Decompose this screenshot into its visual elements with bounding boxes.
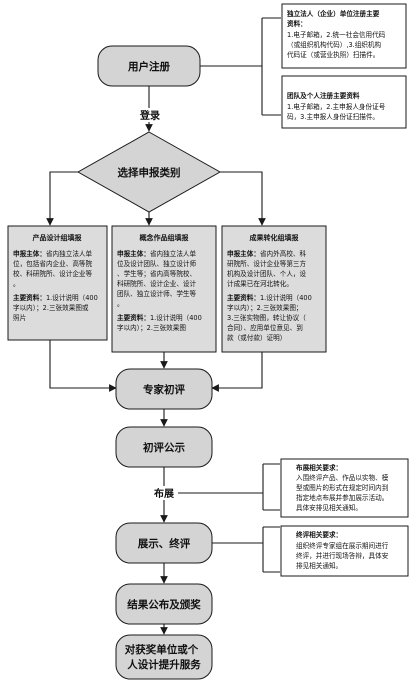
note-single-unit — [281, 3, 407, 69]
panel-line-concept: 申报主体：省内独立法人单 — [117, 249, 197, 258]
panel-line-result: 计成果已在河北转化。 — [227, 279, 293, 288]
panel-line-concept: 。 — [117, 300, 124, 308]
service-box — [115, 634, 213, 680]
panel-product-design — [7, 225, 108, 341]
panel-line-product: 字以内）；2.三张效果图或 — [13, 303, 89, 312]
select-category-label: 选择申报类别 — [118, 166, 181, 179]
publish-label: 结果公布及颁奖 — [127, 598, 201, 611]
panel-title-concept: 概念作品组填报 — [140, 233, 190, 242]
panel-line-product: 申报主体：省内独立法人单 — [13, 249, 93, 258]
note-team-text: 团队及个人注册主要资料 1.电子邮箱，2.主申报人身份证号 码，3.主申报人身份… — [287, 83, 390, 121]
panel-title-result: 成果转化组填报 — [250, 233, 300, 242]
panel-line-result: 申报主体：省内外高校、科 — [227, 249, 307, 258]
panel-line-result: 研院所、设计企业等第三方 — [227, 259, 307, 268]
panel-line-product: 。 — [13, 280, 20, 288]
panel-line-result: 款（或付款）证明） — [227, 333, 286, 342]
panel-line-concept: 科研院所、设计企业、设计 — [117, 279, 197, 288]
panel-concept-work — [111, 225, 217, 353]
arrow-to-product — [46, 171, 78, 226]
note-exhibit-text: 布展相关要求： 入围终评产品、作品以实物、模 型或图片的形式在规定时间内到 指定… — [296, 455, 393, 512]
panel-line-concept: 主要资料：1.设计说明（400 — [117, 313, 202, 322]
register-label: 用户注册 — [127, 60, 170, 73]
category-texts: 产品设计组填报申报主体：省内独立法人单位，包括省内企业、高等院校、科研院所、设计… — [13, 233, 312, 342]
arrow-product-to-review — [49, 340, 117, 392]
panel-line-product: 位，包括省内企业、高等院 — [13, 259, 93, 268]
panel-line-result: 合同）、应用单位意见、到 — [227, 323, 303, 332]
panel-line-result: 3.三张实物图，转让协议（ — [227, 313, 306, 322]
note-final — [280, 525, 409, 577]
login-label-bg — [138, 108, 162, 122]
panel-result-transfer — [221, 225, 327, 353]
arrow-result-to-review — [211, 352, 263, 392]
panel-line-concept: 团队、独立设计师、学生等 — [117, 289, 197, 298]
arrow-to-result — [220, 171, 266, 226]
exhibit-label-bg — [150, 486, 178, 500]
panel-title-product: 产品设计组填报 — [33, 233, 83, 242]
panel-line-concept: 字以内）；2.三张效果图 — [117, 323, 186, 332]
login-label: 登录 — [139, 109, 160, 122]
note-exhibit — [280, 458, 409, 518]
panel-line-concept: 、学生等；省内高等院校、 — [117, 269, 196, 278]
panel-line-result: 主要资料：1.设计说明（400 — [227, 293, 312, 302]
panel-line-result: 字以内）；2.三张效果图； — [227, 303, 303, 312]
panel-line-result: 机构及设计团队、个人，设 — [227, 269, 307, 278]
public-notice-label: 初评公示 — [143, 441, 185, 454]
panel-line-concept: 位及设计团队、独立设计师 — [117, 259, 197, 268]
panel-line-product: 校、科研院所、设计企业等 — [13, 269, 93, 278]
panel-line-product: 主要资料：1.设计说明（400 — [13, 293, 98, 302]
show-final-label: 展示、终评 — [138, 537, 191, 550]
note-team — [281, 75, 407, 129]
expert-review-label: 专家初评 — [143, 383, 185, 396]
note-single-unit-text: 独立法人（企业）单位注册主要 资料： 1.电子邮箱，2.统一社会信用代码 （或组… — [286, 1, 390, 59]
note-final-text: 终评相关要求： 组织终评专家组在展示期间进行 终评，并进行现场答辩，具体安 排见… — [296, 522, 393, 570]
service-label: 对获奖单位或个 人设计提升服务 — [125, 638, 204, 671]
exhibit-label: 布展 — [154, 487, 174, 500]
panel-line-product: 照片 — [13, 313, 26, 322]
